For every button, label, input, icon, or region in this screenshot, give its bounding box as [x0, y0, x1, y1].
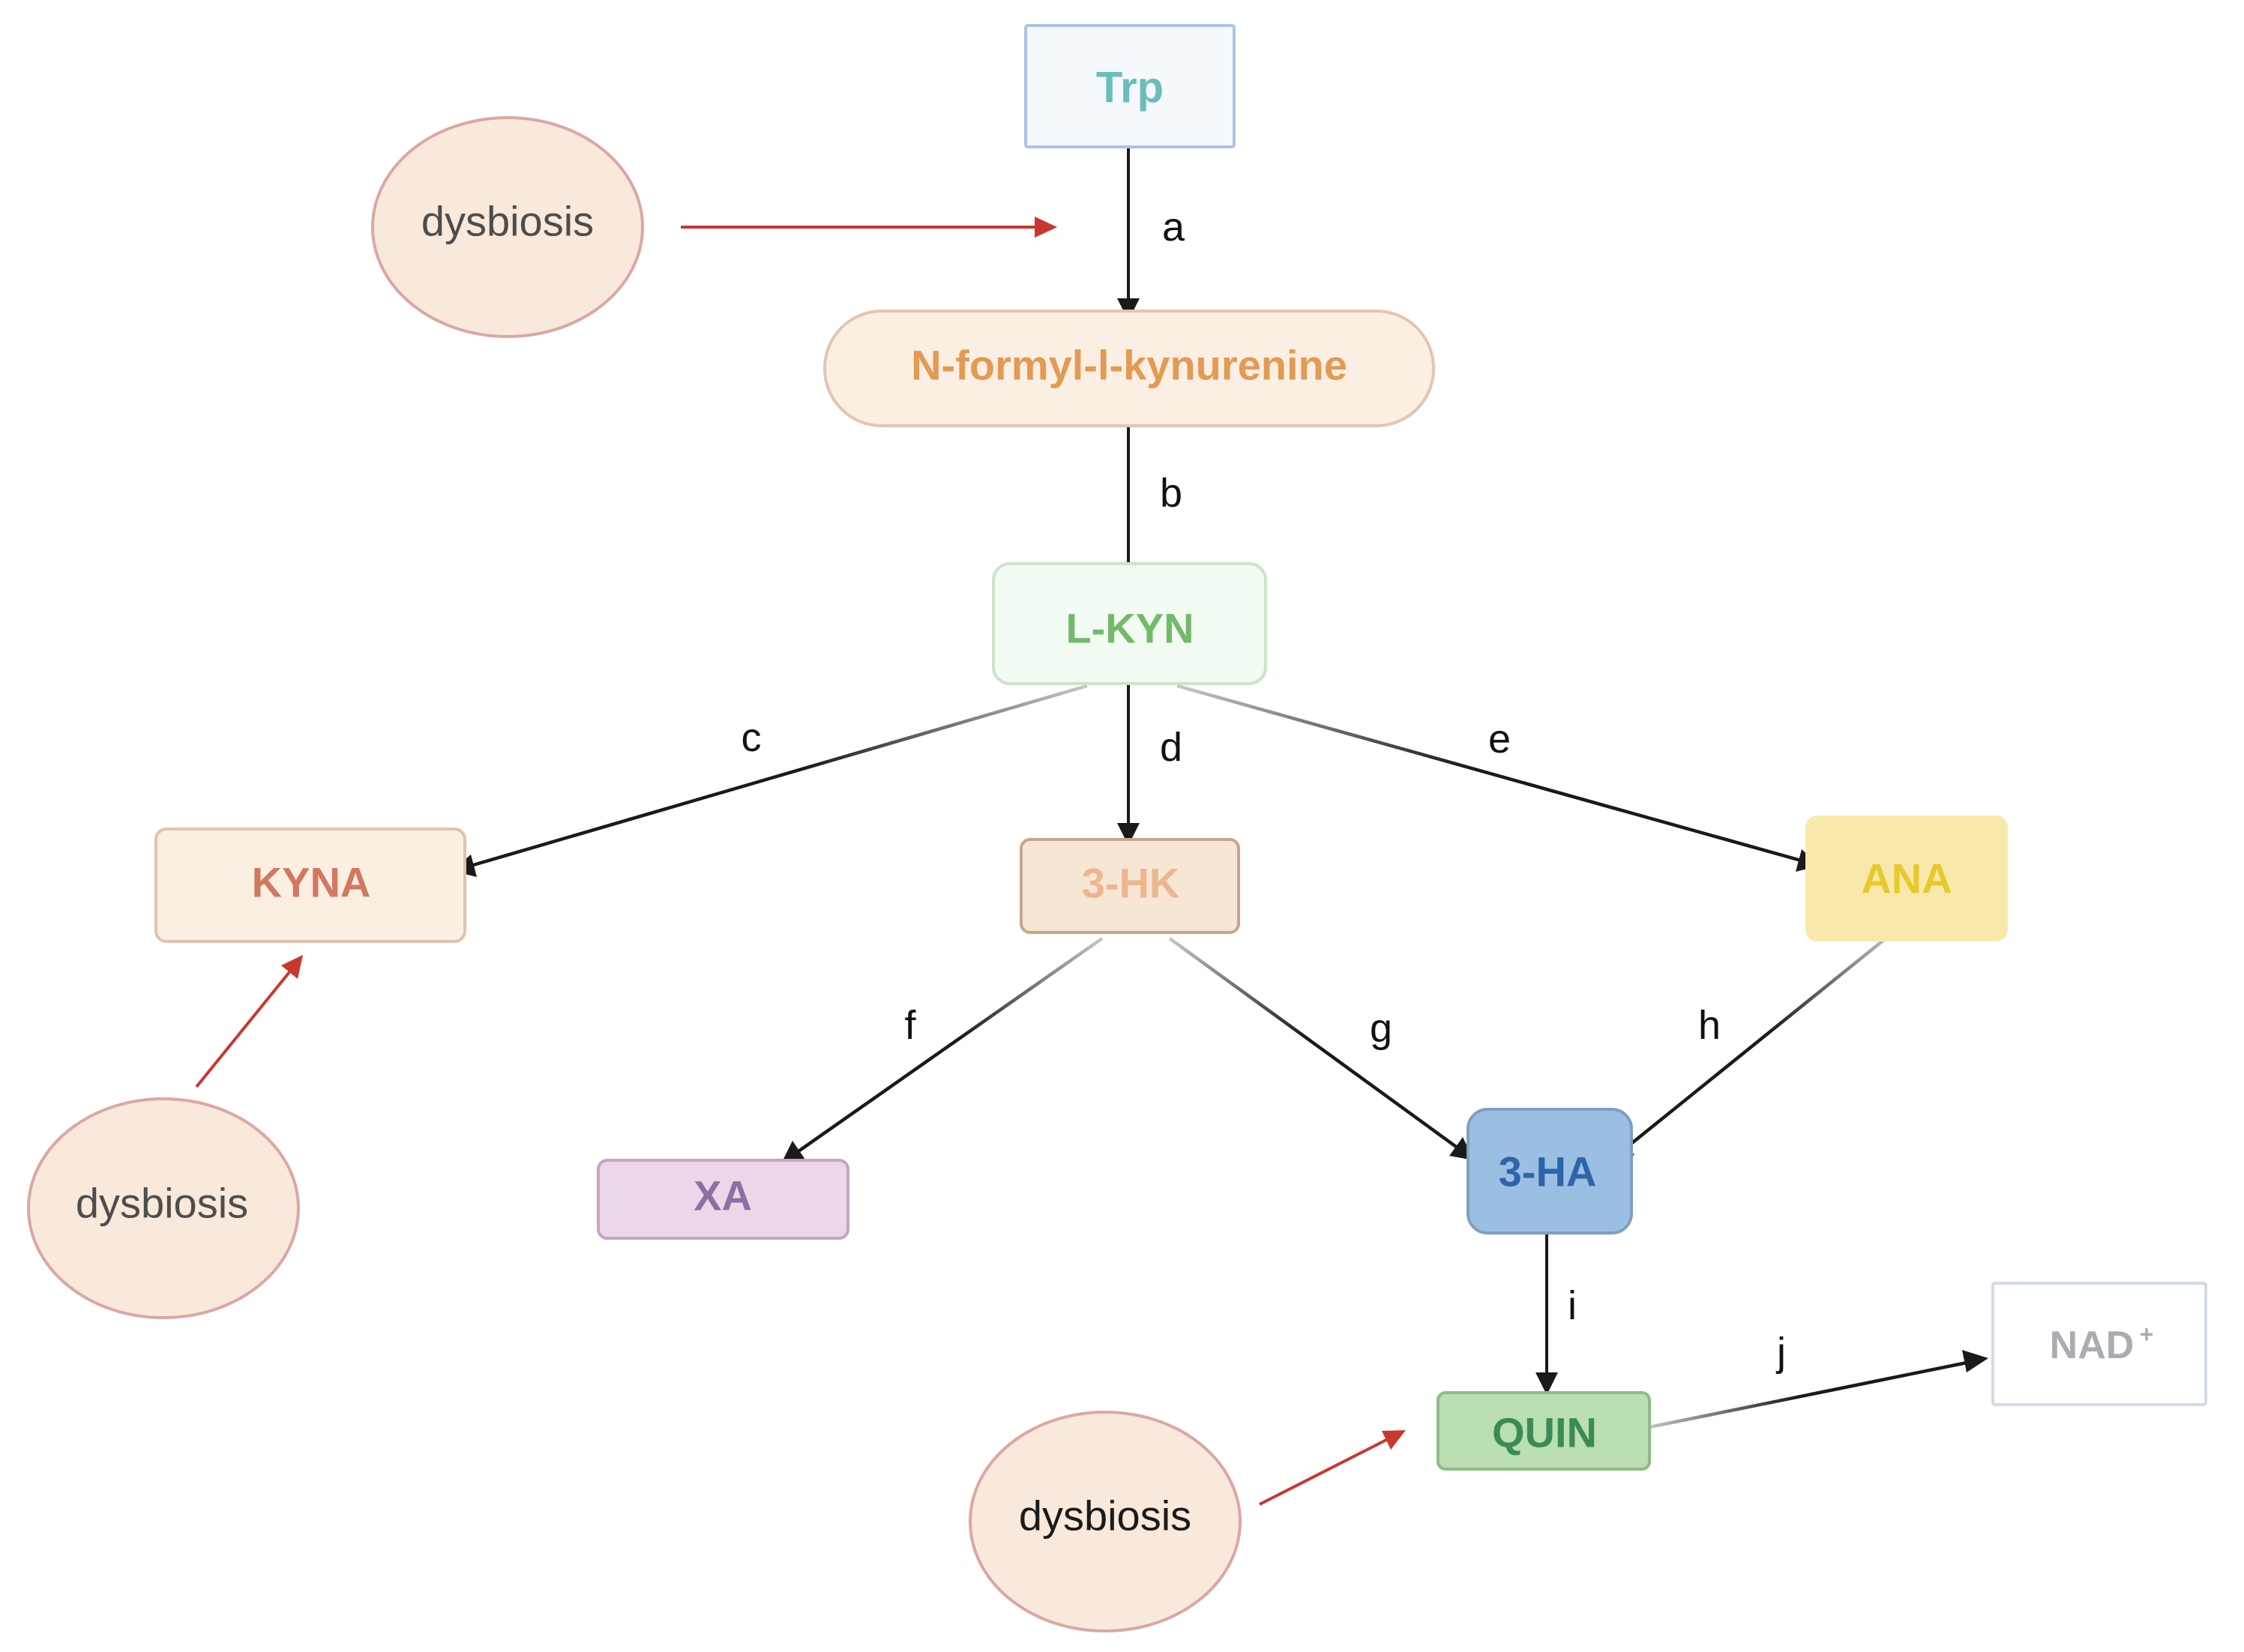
node-l-kyn-label: L-KYN [1065, 605, 1194, 652]
step-label-d: d [1160, 725, 1182, 770]
node-trp-label: Trp [1096, 64, 1164, 112]
node-trp: Trp [1024, 24, 1236, 148]
node-quin-label: QUIN [1492, 1409, 1597, 1456]
step-labels: a b c d e f g h i j [742, 205, 1787, 1375]
dysbiosis-ellipse-1: dysbiosis [371, 116, 644, 338]
node-nad-plus-label-text: NAD [2050, 1324, 2135, 1367]
dysbiosis-arrow-1 [681, 217, 1057, 238]
dysbiosis-arrow-3-head [1382, 1430, 1406, 1450]
node-xa-label: XA [694, 1172, 752, 1220]
dysbiosis-label-1: dysbiosis [421, 198, 594, 245]
dysbiosis-ellipses: dysbiosis dysbiosis dysbiosis [27, 116, 1242, 1633]
dysbiosis-ellipse-2: dysbiosis [27, 1097, 300, 1319]
dysbiosis-ellipse-3: dysbiosis [969, 1411, 1242, 1633]
node-nad-superscript: + [2140, 1321, 2154, 1348]
step-label-b: b [1160, 471, 1182, 516]
step-label-c: c [742, 715, 762, 760]
dysbiosis-arrow-1-head [1035, 217, 1057, 238]
node-quin: QUIN [1437, 1391, 1651, 1471]
arrow-h [1610, 928, 1898, 1160]
arrow-d-head [1117, 823, 1140, 845]
step-label-f: f [904, 1003, 916, 1048]
dysbiosis-label-2: dysbiosis [76, 1180, 248, 1227]
arrow-i [1535, 1233, 1558, 1395]
node-l-kyn: L-KYN [992, 562, 1267, 685]
arrow-a [1117, 148, 1140, 321]
pathway-arrows [452, 148, 1988, 1430]
dysbiosis-arrow-2-head [281, 955, 303, 979]
step-label-h: h [1698, 1003, 1721, 1048]
arrow-d [1117, 684, 1140, 845]
step-label-i: i [1568, 1283, 1577, 1328]
arrow-j [1645, 1350, 1988, 1430]
node-ana: ANA [1805, 816, 2008, 941]
node-3-ha-label: 3-HA [1499, 1148, 1597, 1196]
arrow-c [452, 684, 1088, 877]
node-kyna: KYNA [154, 827, 466, 943]
dysbiosis-arrow-2 [195, 955, 303, 1088]
arrow-g [1168, 937, 1474, 1160]
metabolite-nodes: Trp N-formyl-l-kynurenine L-KYN KYNA 3-H… [154, 24, 2207, 1471]
node-kyna-label: KYNA [252, 859, 371, 906]
arrow-i-head [1535, 1372, 1558, 1395]
node-ana-label: ANA [1861, 855, 1952, 902]
arrow-e [1176, 684, 1820, 872]
node-nad-plus: NAD + [1991, 1282, 2207, 1406]
step-label-e: e [1488, 717, 1511, 762]
node-xa: XA [597, 1159, 849, 1240]
node-3-hk: 3-HK [1020, 838, 1240, 934]
step-label-g: g [1370, 1006, 1392, 1051]
step-label-j: j [1775, 1330, 1786, 1375]
node-3-hk-label: 3-HK [1082, 860, 1180, 907]
arrow-f-head [781, 1141, 805, 1163]
arrow-b [1117, 411, 1140, 585]
node-3-ha: 3-HA [1467, 1108, 1633, 1235]
step-label-a: a [1162, 205, 1185, 250]
arrow-f [781, 937, 1104, 1163]
node-n-formyl-l-kynurenine: N-formyl-l-kynurenine [823, 310, 1435, 427]
dysbiosis-label-3: dysbiosis [1019, 1492, 1191, 1540]
dysbiosis-arrow-3 [1259, 1430, 1406, 1506]
arrow-j-head [1962, 1350, 1988, 1372]
node-nad-label: NAD [2050, 1324, 2135, 1367]
dysbiosis-arrows [195, 217, 1406, 1506]
node-n-formyl-l-kynurenine-label: N-formyl-l-kynurenine [911, 342, 1347, 389]
